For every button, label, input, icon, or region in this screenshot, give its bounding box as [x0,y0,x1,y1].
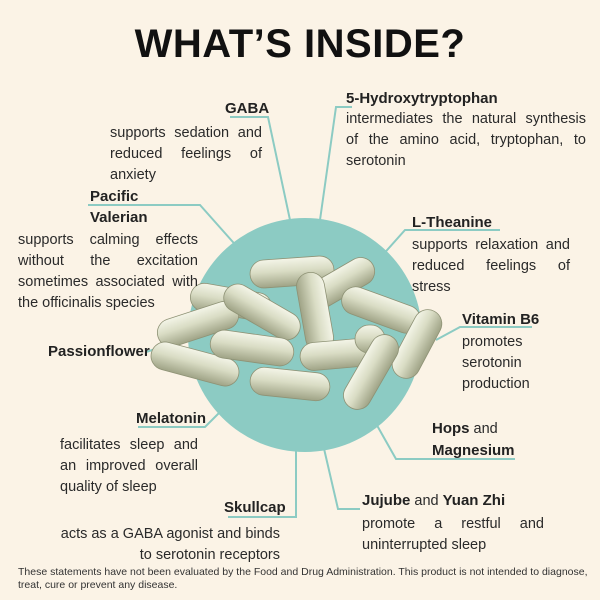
ingredient-name: Pacific Valerian [90,188,148,226]
ingredient-jujube-yuan-zhi: Jujube and Yuan Zhi promote a restful an… [362,490,544,556]
ingredient-description: acts as a GABA agonist and binds to sero… [60,526,280,563]
ingredient-name: GABA [225,100,270,117]
ingredient-name: Passionflower [48,343,150,360]
ingredient-l-theanine: L-Theanine supports relaxation and reduc… [412,212,570,298]
ingredient-name: Magnesium [432,442,515,459]
ingredient-name: Jujube [362,492,411,509]
conjunction: and [473,421,498,437]
fda-disclaimer: These statements have not been evaluated… [18,566,588,591]
ingredient-description: promotes serotonin production [462,334,530,392]
ingredient-pacific-valerian: Pacific Valerian supports calming effect… [18,186,198,314]
ingredient-gaba: GABA supports sedation and reduced feeli… [110,98,270,186]
ingredient-description: supports relaxation and reduced feelings… [412,237,570,295]
ingredient-name: Skullcap [224,499,286,516]
ingredient-name: Melatonin [136,410,206,427]
ingredient-description: intermediates the natural synthesis of t… [346,111,586,169]
ingredient-melatonin: Melatonin facilitates sleep and an impro… [60,408,206,498]
ingredient-name: 5-Hydroxytryptophan [346,90,498,107]
ingredient-name: Yuan Zhi [442,492,506,509]
conjunction: and [414,493,439,509]
ingredient-name: Vitamin B6 [462,311,540,328]
ingredient-description: facilitates sleep and an improved overal… [60,437,198,495]
page-title: WHAT’S INSIDE? [134,22,466,66]
ingredient-5-hydroxytryptophan: 5-Hydroxytryptophan intermediates the na… [346,88,586,172]
ingredient-hops-magnesium: Hops and Magnesium [432,418,582,461]
ingredient-description: supports sedation and reduced feelings o… [110,125,262,183]
ingredient-description: supports calming effects without the exc… [18,232,198,311]
ingredient-name: Hops [432,420,470,437]
ingredient-skullcap: Skullcap acts as a GABA agonist and bind… [50,497,286,566]
ingredient-vitamin-b6: Vitamin B6 promotes serotonin production [462,309,572,395]
ingredient-name: L-Theanine [412,214,493,231]
ingredient-passionflower: Passionflower [48,341,150,362]
ingredient-description: promote a restful and uninterrupted slee… [362,516,544,553]
